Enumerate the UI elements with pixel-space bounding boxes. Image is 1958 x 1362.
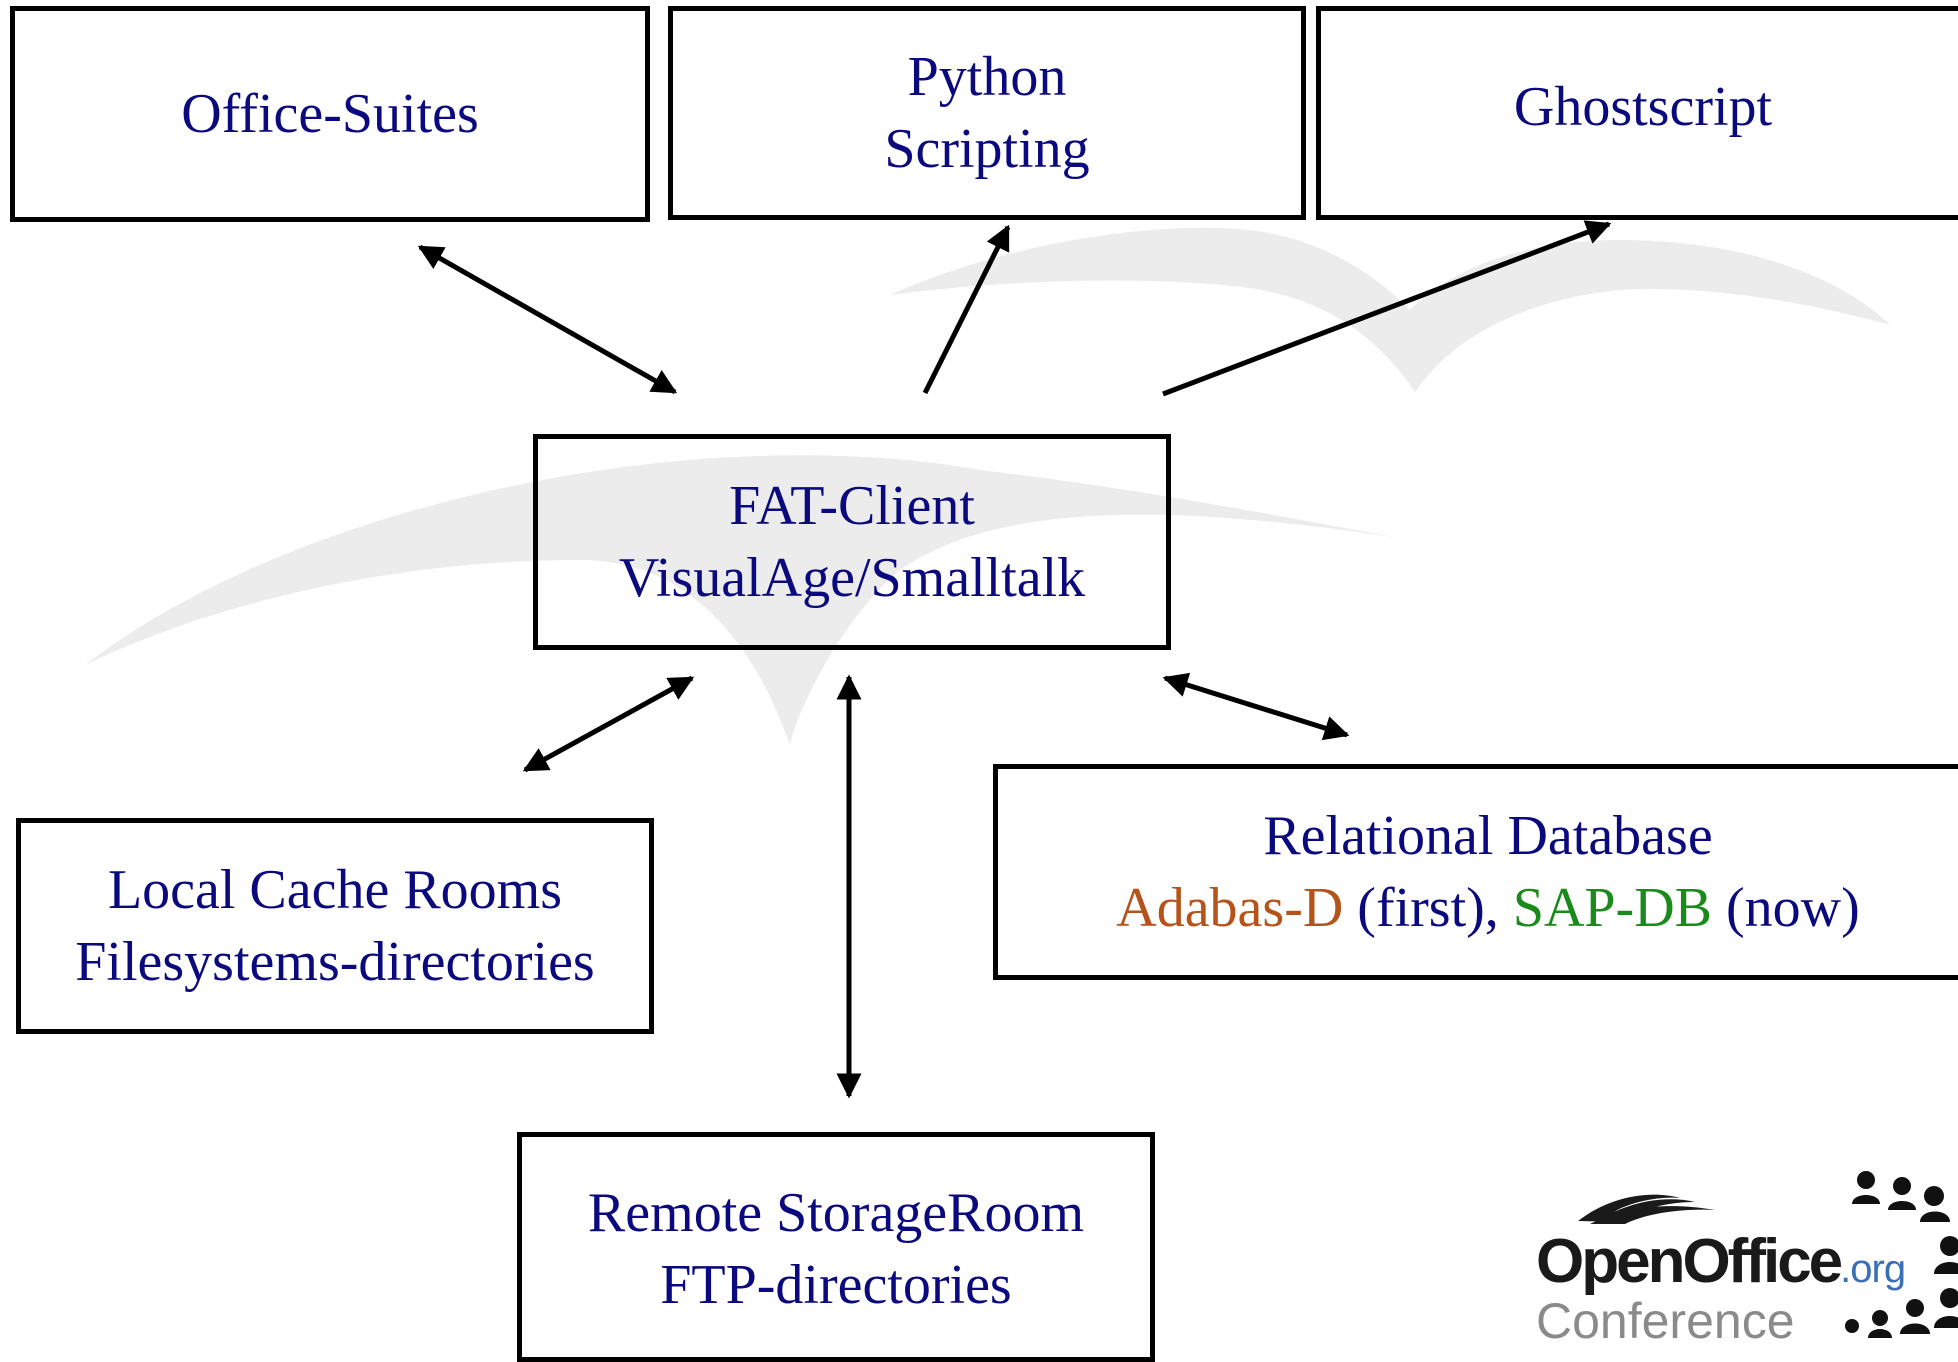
arrow-fat-python bbox=[922, 224, 1011, 395]
openoffice-conference-logo: OpenOffice.org Conference bbox=[1530, 1166, 1958, 1349]
scripting-label: Scripting bbox=[884, 118, 1090, 180]
first-label: (first), bbox=[1343, 877, 1513, 939]
local-cache-label: Local Cache Rooms bbox=[107, 859, 563, 921]
logo-org-label: .org bbox=[1840, 1247, 1906, 1291]
relational-database-label: Relational Database bbox=[1263, 805, 1713, 867]
python-scripting-box: Python Scripting bbox=[668, 6, 1306, 220]
arrow-fat-office bbox=[417, 244, 678, 395]
adabas-label: Adabas-D bbox=[1116, 877, 1344, 939]
sapdb-label: SAP-DB bbox=[1512, 877, 1712, 939]
remote-storage-box: Remote StorageRoom FTP-directories bbox=[517, 1132, 1155, 1362]
ghostscript-label: Ghostscript bbox=[1513, 76, 1773, 138]
filesystems-label: Filesystems-directories bbox=[75, 931, 595, 993]
logo-conference-text: Conference bbox=[1536, 1293, 1795, 1349]
ghostscript-box: Ghostscript bbox=[1316, 6, 1958, 220]
local-cache-box: Local Cache Rooms Filesystems-directorie… bbox=[16, 818, 654, 1034]
office-suites-box: Office-Suites bbox=[10, 6, 650, 222]
fat-client-label: FAT-Client bbox=[729, 475, 975, 537]
logo-gulls-icon bbox=[1578, 1171, 1958, 1338]
remote-storage-label: Remote StorageRoom bbox=[587, 1182, 1085, 1244]
database-products-line: Adabas-D (first), SAP-DB (now) bbox=[1116, 872, 1859, 944]
arrow-fat-local bbox=[522, 675, 695, 773]
logo-openoffice-text: OpenOffice.org bbox=[1536, 1226, 1906, 1297]
ftp-directories-label: FTP-directories bbox=[660, 1254, 1012, 1316]
visualage-label: VisualAge/Smalltalk bbox=[618, 547, 1086, 609]
logo-open-label: OpenOffice bbox=[1536, 1227, 1843, 1296]
watermark-gull-left bbox=[85, 455, 1400, 745]
office-suites-label: Office-Suites bbox=[181, 83, 479, 145]
now-label: (now) bbox=[1711, 877, 1860, 939]
fat-client-box: FAT-Client VisualAge/Smalltalk bbox=[533, 434, 1171, 650]
python-label: Python bbox=[907, 46, 1067, 108]
arrow-fat-db bbox=[1162, 672, 1350, 741]
relational-database-box: Relational Database Adabas-D (first), SA… bbox=[993, 764, 1958, 980]
arrow-fat-ghostscript bbox=[1162, 220, 1612, 397]
